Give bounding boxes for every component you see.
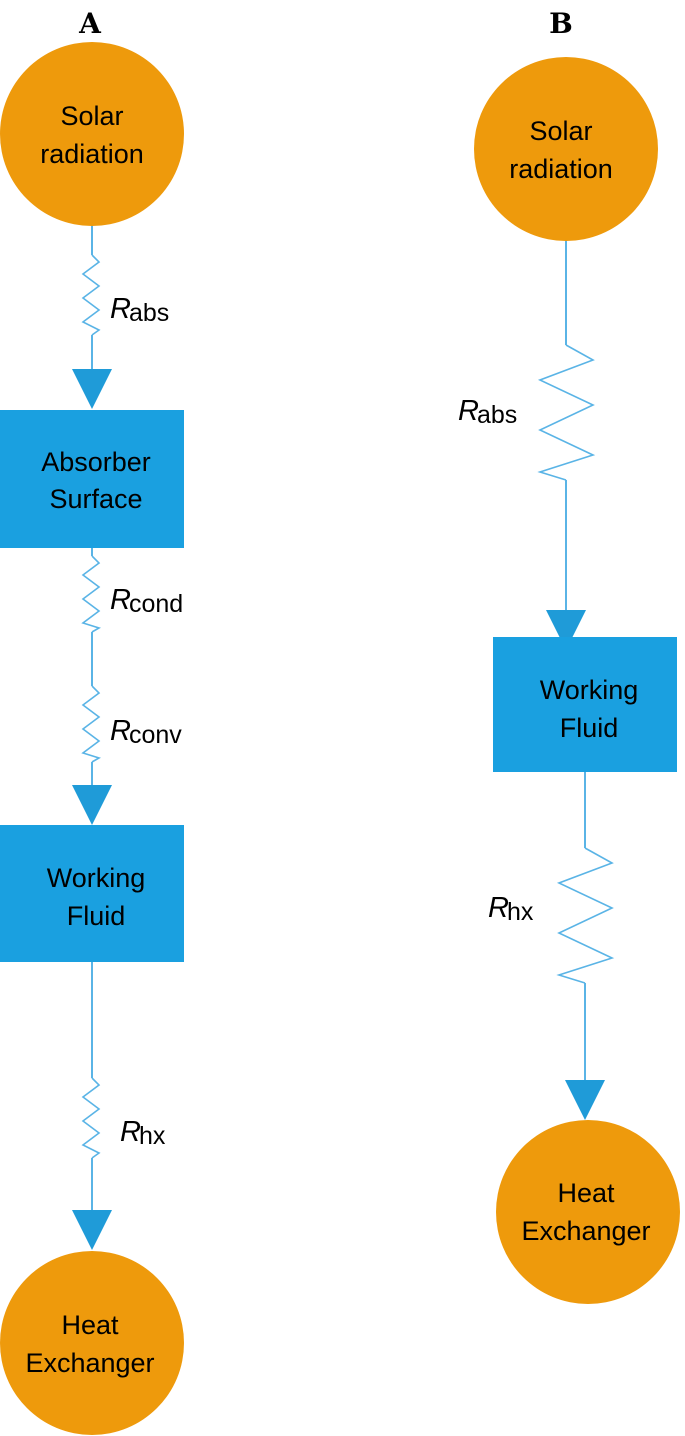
resistor-hx-zigzag: [81, 1077, 101, 1159]
panel-b-letter: B: [549, 7, 573, 40]
arrowhead: [72, 1210, 112, 1250]
svg-text:Solar: Solar: [60, 101, 123, 131]
svg-text:Exchanger: Exchanger: [521, 1216, 650, 1246]
panel-b: B Rabs Rhx Solar radiation Working Fluid: [458, 7, 680, 1304]
resistance-label-abs: Rabs: [110, 293, 169, 327]
svg-text:Absorber: Absorber: [41, 447, 151, 477]
arrowhead: [546, 610, 586, 650]
resistance-label-abs: Rabs: [458, 395, 517, 429]
resistor-cond-zigzag: [81, 555, 101, 633]
resistor-hx-zigzag: [556, 847, 615, 984]
node-heat-exchanger: Heat Exchanger: [496, 1120, 680, 1304]
arrowhead: [565, 1080, 605, 1120]
svg-text:Working: Working: [540, 675, 639, 705]
resistance-label-hx: Rhx: [488, 892, 534, 926]
panel-a-letter: A: [78, 7, 102, 40]
svg-text:Fluid: Fluid: [67, 901, 126, 931]
svg-text:radiation: radiation: [509, 154, 613, 184]
resistor-abs-zigzag: [537, 344, 596, 481]
node-heat-exchanger: Heat Exchanger: [0, 1251, 184, 1435]
node-solar-radiation: Solar radiation: [474, 57, 658, 241]
resistance-label-cond: Rcond: [110, 584, 183, 618]
node-working-fluid: Working Fluid: [493, 637, 677, 772]
arrowhead: [72, 369, 112, 409]
svg-text:Working: Working: [47, 863, 146, 893]
svg-text:Exchanger: Exchanger: [25, 1348, 154, 1378]
arrowhead: [72, 785, 112, 825]
node-working-fluid: Working Fluid: [0, 825, 184, 962]
resistor-abs-zigzag: [81, 254, 101, 336]
resistor-conv-zigzag: [81, 685, 101, 763]
svg-text:Fluid: Fluid: [560, 713, 619, 743]
panel-a: A Rabs Rcond Rconv Rhx: [0, 7, 184, 1435]
svg-text:Surface: Surface: [49, 484, 142, 514]
node-solar-radiation: Solar radiation: [0, 42, 184, 226]
svg-text:Heat: Heat: [61, 1310, 119, 1340]
svg-text:Solar: Solar: [529, 116, 592, 146]
resistance-label-conv: Rconv: [110, 715, 182, 749]
svg-text:Heat: Heat: [557, 1178, 615, 1208]
resistance-label-hx: Rhx: [120, 1116, 166, 1150]
svg-text:radiation: radiation: [40, 139, 144, 169]
node-absorber-surface: Absorber Surface: [0, 410, 184, 548]
